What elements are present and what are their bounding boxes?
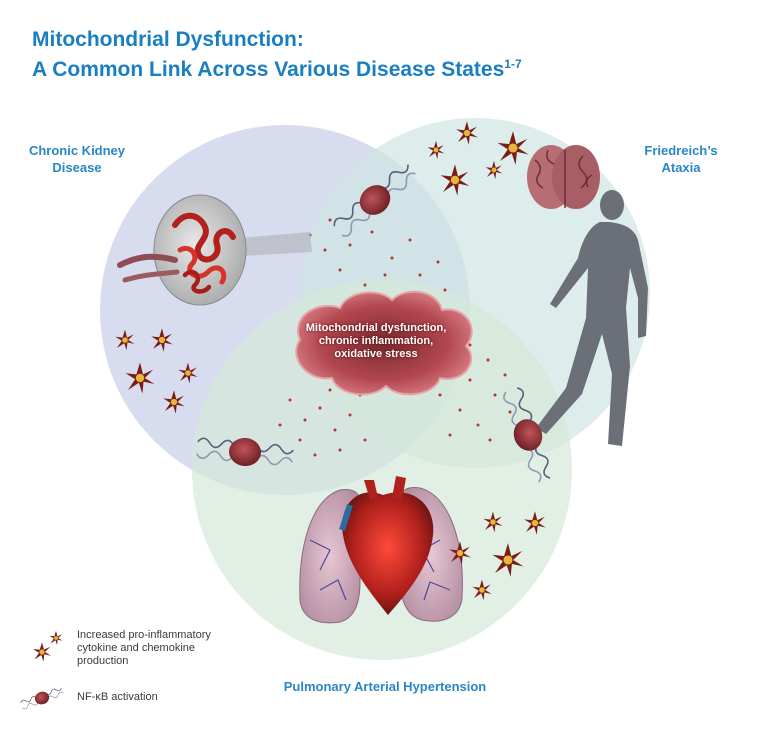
kidney-glomerulus-icon bbox=[117, 194, 312, 306]
ckd-label-line-1: Chronic Kidney bbox=[28, 143, 126, 158]
fa-label-line-1: Friedreich’s bbox=[644, 143, 718, 158]
center-text: Mitochondrial dysfunction, chronic infla… bbox=[286, 322, 466, 361]
brain-icon bbox=[527, 145, 600, 209]
fa-label: Friedreich’s Ataxia bbox=[626, 142, 736, 176]
title-reference: 1-7 bbox=[504, 57, 522, 71]
legend-nfkb-text: NF-κB activation bbox=[77, 691, 158, 703]
legend-cytokine-line-1: Increased pro-inflammatory bbox=[77, 629, 211, 641]
legend-cytokine-icon bbox=[33, 630, 63, 662]
center-cloud bbox=[295, 290, 473, 396]
ckd-label-line-2: Disease bbox=[52, 160, 102, 175]
pah-label: Pulmonary Arterial Hypertension bbox=[283, 679, 487, 694]
title-line-2-text: A Common Link Across Various Disease Sta… bbox=[32, 58, 505, 81]
pah-circle bbox=[192, 280, 572, 660]
legend-cytokine-line-3: production bbox=[77, 655, 129, 667]
heart-lungs-icon bbox=[299, 476, 463, 624]
legend-nfkb-icon bbox=[19, 684, 65, 712]
title-line-2: A Common Link Across Various Disease Sta… bbox=[32, 52, 522, 82]
page-title: Mitochondrial Dysfunction: A Common Link… bbox=[32, 28, 522, 82]
center-text-line-1: Mitochondrial dysfunction, bbox=[305, 322, 447, 334]
inflammation-particles bbox=[278, 218, 512, 457]
center-text-line-2: chronic inflammation, bbox=[318, 335, 434, 347]
ckd-label: Chronic Kidney Disease bbox=[22, 142, 132, 176]
center-text-line-3: oxidative stress bbox=[334, 348, 418, 360]
title-line-1: Mitochondrial Dysfunction: bbox=[32, 28, 304, 51]
legend-cytokine-line-2: cytokine and chemokine bbox=[77, 642, 196, 654]
legend-cytokine-text: Increased pro-inflammatory cytokine and … bbox=[77, 629, 211, 668]
walking-person-icon bbox=[536, 190, 648, 446]
fa-label-line-2: Ataxia bbox=[661, 160, 701, 175]
